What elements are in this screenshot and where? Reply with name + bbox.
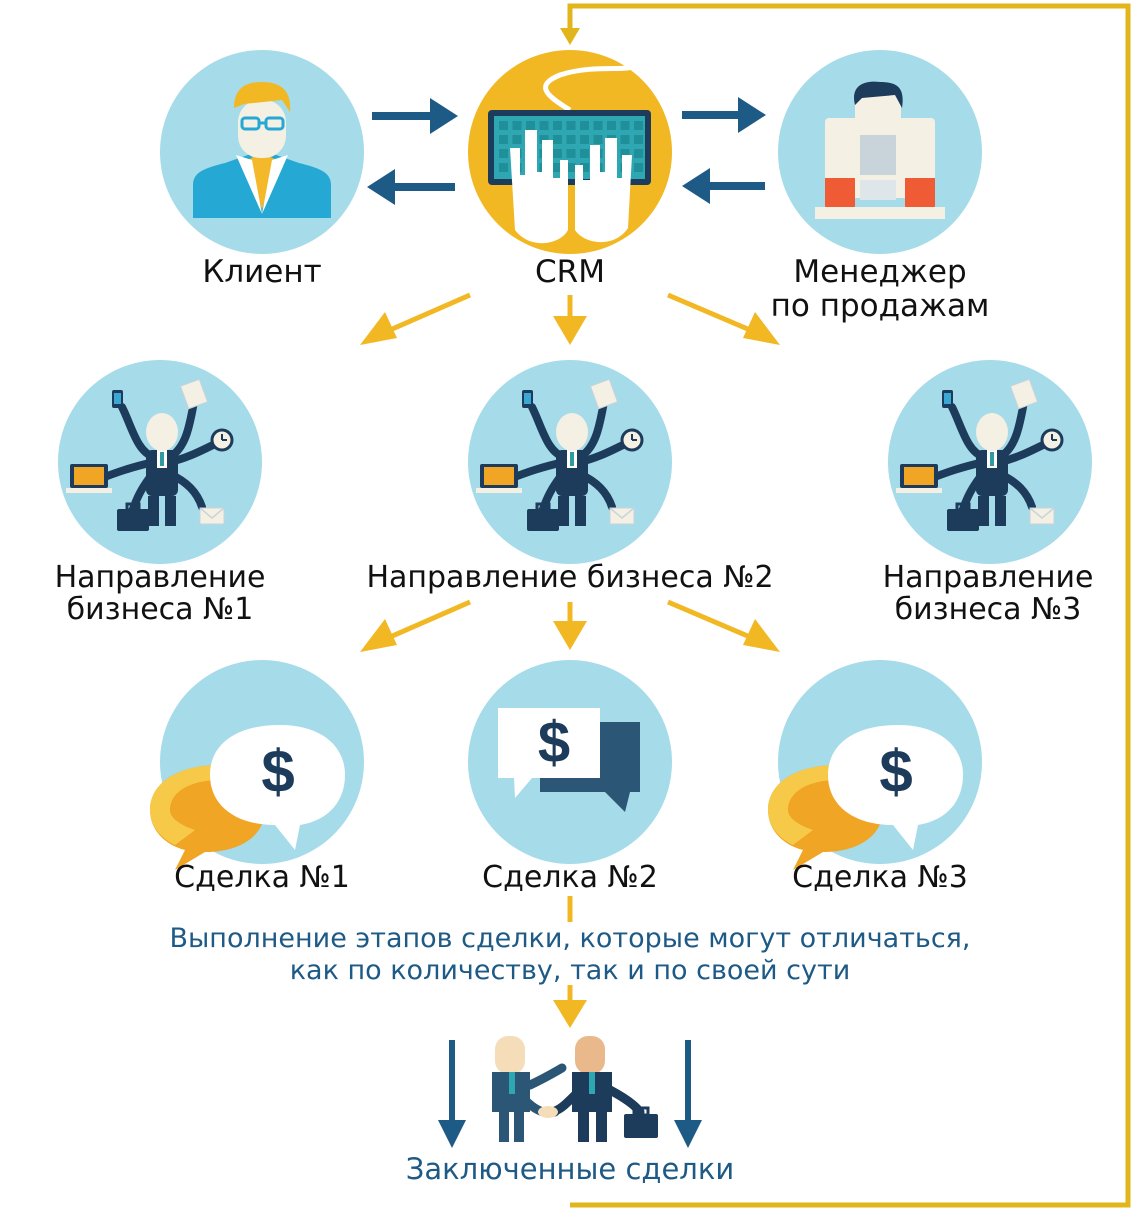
keyboard-key (526, 121, 535, 130)
keyboard-key (553, 149, 562, 158)
arrow-client-to-crm (372, 98, 458, 134)
computer-user-icon (815, 81, 945, 219)
arrow-biz2-to-deal1 (360, 599, 472, 652)
keyboard-key (620, 135, 630, 144)
keyboard-key (566, 163, 576, 172)
dollar-sign: $ (538, 710, 570, 775)
keyboard-key (580, 163, 589, 172)
biz3-node (888, 360, 1092, 564)
keyboard-key (539, 135, 549, 144)
keyboard-key (634, 163, 643, 172)
stages-note-line1: Выполнение этапов сделки, которые могут … (169, 923, 971, 954)
keyboard-key (566, 149, 576, 158)
hands-icon (510, 130, 632, 244)
keyboard-key (553, 121, 562, 130)
side-arrow-left (438, 1040, 466, 1148)
keyboard-key (566, 121, 576, 130)
client-icon (193, 82, 331, 218)
keyboard-key (620, 121, 630, 130)
keyboard-key (512, 135, 522, 144)
crm-node (468, 50, 672, 254)
stages-note-line2: как по количеству, так и по своей сути (289, 955, 851, 986)
keyboard-key (553, 135, 562, 144)
arrow-manager-to-crm (682, 168, 765, 204)
keyboard-key (499, 163, 508, 172)
manager-label-line2: по продажам (770, 288, 990, 324)
flow-arrowhead (553, 1000, 587, 1028)
deal2-node: $ (468, 660, 672, 864)
arrow-crm-to-biz1 (360, 292, 472, 345)
manager-label-line1: Менеджер (793, 254, 967, 290)
arrow-crm-to-client (367, 169, 455, 205)
dollar-chat-icon: $ (498, 708, 640, 812)
keyboard-key (634, 149, 643, 158)
biz1-label-line1: Направление (54, 560, 266, 595)
deal1-node (150, 660, 364, 870)
deal1-label: Сделка №1 (174, 860, 350, 895)
keyboard-key (634, 121, 643, 130)
keyboard-key (580, 121, 589, 130)
keyboard-key (607, 121, 616, 130)
biz1-label-line2: бизнеса №1 (66, 592, 254, 627)
arrow-biz2-to-deal2 (553, 602, 587, 650)
feedback-loop-arrowhead (560, 28, 580, 45)
side-arrow-right (674, 1040, 702, 1148)
keyboard-key (553, 163, 562, 172)
handshake-icon (492, 1036, 658, 1142)
biz3-label-line2: бизнеса №3 (894, 592, 1082, 627)
arrow-crm-to-biz3 (667, 292, 780, 345)
closed-deals-label: Заключенные сделки (405, 1152, 735, 1186)
client-node (160, 50, 364, 254)
arrow-biz2-to-deal3 (667, 599, 780, 652)
biz2-node (468, 360, 672, 564)
keyboard-key (539, 121, 549, 130)
biz3-label-line1: Направление (882, 560, 1094, 595)
keyboard-key (593, 121, 603, 130)
deal3-label: Сделка №3 (792, 860, 968, 895)
deal2-label: Сделка №2 (482, 860, 658, 895)
biz1-node (58, 360, 262, 564)
keyboard-key (512, 121, 522, 130)
keyboard-key (499, 149, 508, 158)
keyboard-key (593, 135, 603, 144)
keyboard-key (580, 149, 589, 158)
keyboard-key (634, 135, 643, 144)
feedback-loop-line (567, 3, 1131, 1208)
manager-node (778, 50, 982, 254)
keyboard-key (499, 121, 508, 130)
keyboard-key (620, 149, 630, 158)
deal3-node (768, 660, 982, 870)
keyboard-key (580, 135, 589, 144)
keyboard-key (499, 135, 508, 144)
client-label: Клиент (202, 254, 322, 290)
arrow-crm-to-biz2 (553, 295, 587, 345)
keyboard-key (566, 135, 576, 144)
biz2-label: Направление бизнеса №2 (366, 560, 774, 595)
crm-label: CRM (535, 254, 605, 290)
arrow-crm-to-manager (682, 97, 766, 133)
